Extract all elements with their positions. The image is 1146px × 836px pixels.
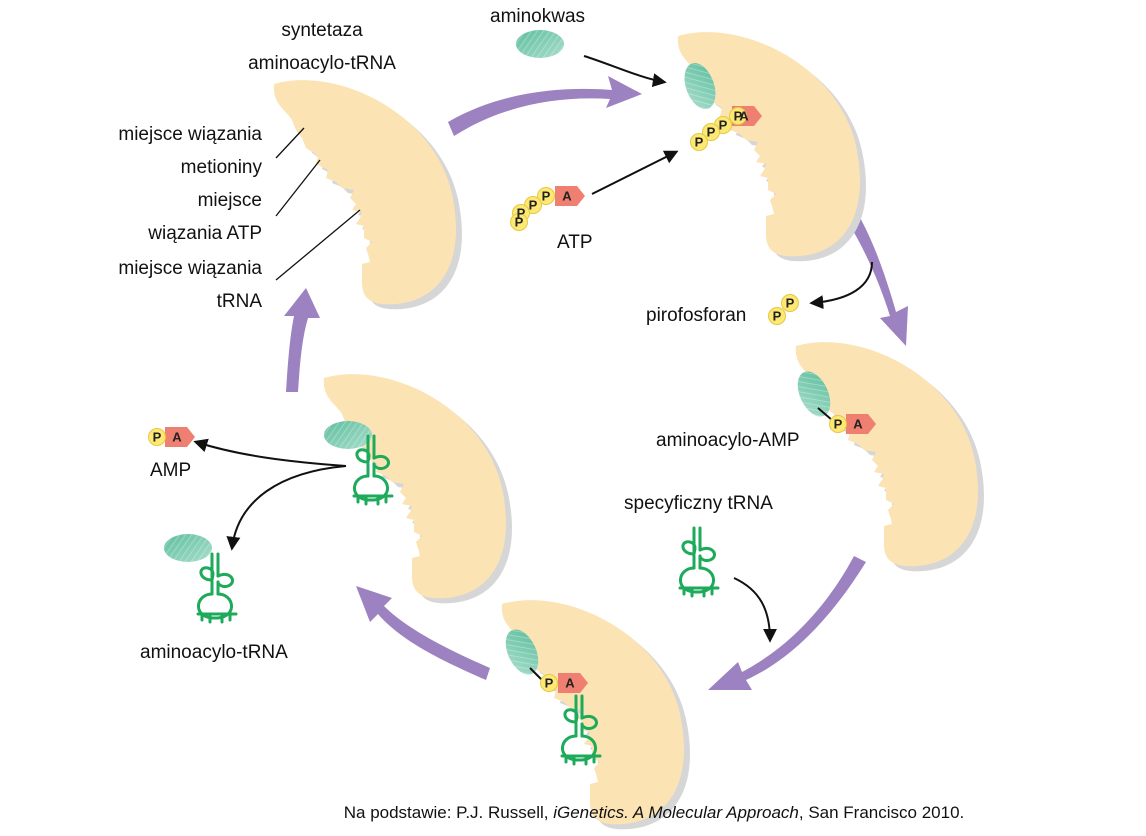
phosphate-glyph-9: P xyxy=(695,135,704,150)
site-pointer-lines xyxy=(275,127,361,281)
atp-label: ATP xyxy=(557,232,593,253)
trna-specific-icon xyxy=(678,526,720,598)
caption-prefix: Na podstawie: P.J. Russell, xyxy=(343,803,554,822)
methionine-site-label: miejsce wiązania metioniny xyxy=(70,118,262,184)
trna-arrow xyxy=(733,577,777,643)
atp-site-label-line1: miejsce xyxy=(197,190,262,211)
synthetase-label-line2: aminoacylo-tRNA xyxy=(248,53,396,74)
cycle-arrow-top xyxy=(448,76,642,136)
phosphate-glyph-6: P xyxy=(734,109,743,124)
caption-suffix: , San Francisco 2010. xyxy=(798,803,965,822)
trna-released-icon xyxy=(196,552,238,624)
caption-title: iGenetics. A Molecular Approach xyxy=(553,803,799,822)
atp-site-label-line2: wiązania ATP xyxy=(148,223,262,244)
aminoacyl-amp-label: aminoacylo-AMP xyxy=(656,430,800,451)
source-caption: Na podstawie: P.J. Russell, iGenetics. A… xyxy=(290,803,1018,823)
aminoacid-arrow xyxy=(583,55,667,88)
cycle-arrow-left xyxy=(284,288,320,392)
phosphate-glyph-11: P xyxy=(773,309,782,324)
cycle-arrow-bottom-right xyxy=(708,556,866,690)
phosphate-glyph-2: P xyxy=(529,198,538,213)
aa-amp-bond xyxy=(817,407,833,421)
phosphate-glyph-8: P xyxy=(707,125,716,140)
adenosine-glyph-0: A xyxy=(562,189,572,204)
adenosine-glyph-14: A xyxy=(565,676,575,691)
aminoacid-released-icon xyxy=(164,534,212,562)
cycle-arrow-right xyxy=(848,214,908,346)
synthetase-label: syntetaza aminoacylo-tRNA xyxy=(242,14,402,80)
trna-site-label-line2: tRNA xyxy=(216,291,262,312)
methionine-site-line xyxy=(275,127,305,159)
phosphate-glyph-3: P xyxy=(517,206,526,221)
specific-trna-label: specyficzny tRNA xyxy=(624,493,773,514)
amp-release-arrow xyxy=(193,438,347,467)
adenosine-glyph-16: A xyxy=(172,430,182,445)
cycle-arrows xyxy=(284,76,908,690)
synthetase-aminoacyl-amp xyxy=(795,342,984,572)
cycle-arrow-bottom-left xyxy=(356,586,490,680)
phosphate-glyph-4: P xyxy=(515,215,524,230)
synthetase-free xyxy=(273,80,462,310)
trna-site-line xyxy=(275,209,361,281)
aminoacyl-trna-label: aminoacylo-tRNA xyxy=(140,642,288,663)
synthetase-binding-trna xyxy=(501,600,690,830)
pyrophosphate-arrow xyxy=(809,261,873,310)
aminoacid-left-icon xyxy=(324,421,372,449)
phosphate-glyph-10: P xyxy=(786,296,795,311)
methionine-site-label-line2: metioniny xyxy=(180,157,262,178)
methionine-site-label-line1: miejsce wiązania xyxy=(118,124,262,145)
atp-site-line xyxy=(275,159,321,217)
trna-site-label: miejsce wiązania tRNA xyxy=(70,252,262,318)
adenosine-glyph-5: A xyxy=(739,109,749,124)
phosphate-glyph-13: P xyxy=(834,417,843,432)
synthetase-label-line1: syntetaza xyxy=(281,20,363,41)
aminoacid-free-icon xyxy=(516,30,564,58)
phosphate-glyph-17: P xyxy=(153,430,162,445)
phosphate-glyph-15: P xyxy=(545,676,554,691)
phosphate-glyph-1: P xyxy=(542,189,551,204)
synthetase-releasing xyxy=(323,374,512,604)
trna-site-label-line1: miejsce wiązania xyxy=(118,258,262,279)
atp-arrow xyxy=(591,150,679,195)
pyrophosphate-label: pirofosforan xyxy=(646,305,747,326)
adenosine-glyph-12: A xyxy=(853,417,863,432)
atp-site-label: miejsce wiązania ATP xyxy=(70,184,262,250)
aminoacid-label: aminokwas xyxy=(490,6,586,27)
aminoacyl-trna-release-arrow xyxy=(226,465,347,551)
amp-label: AMP xyxy=(150,460,192,481)
phosphate-glyph-7: P xyxy=(719,118,728,133)
